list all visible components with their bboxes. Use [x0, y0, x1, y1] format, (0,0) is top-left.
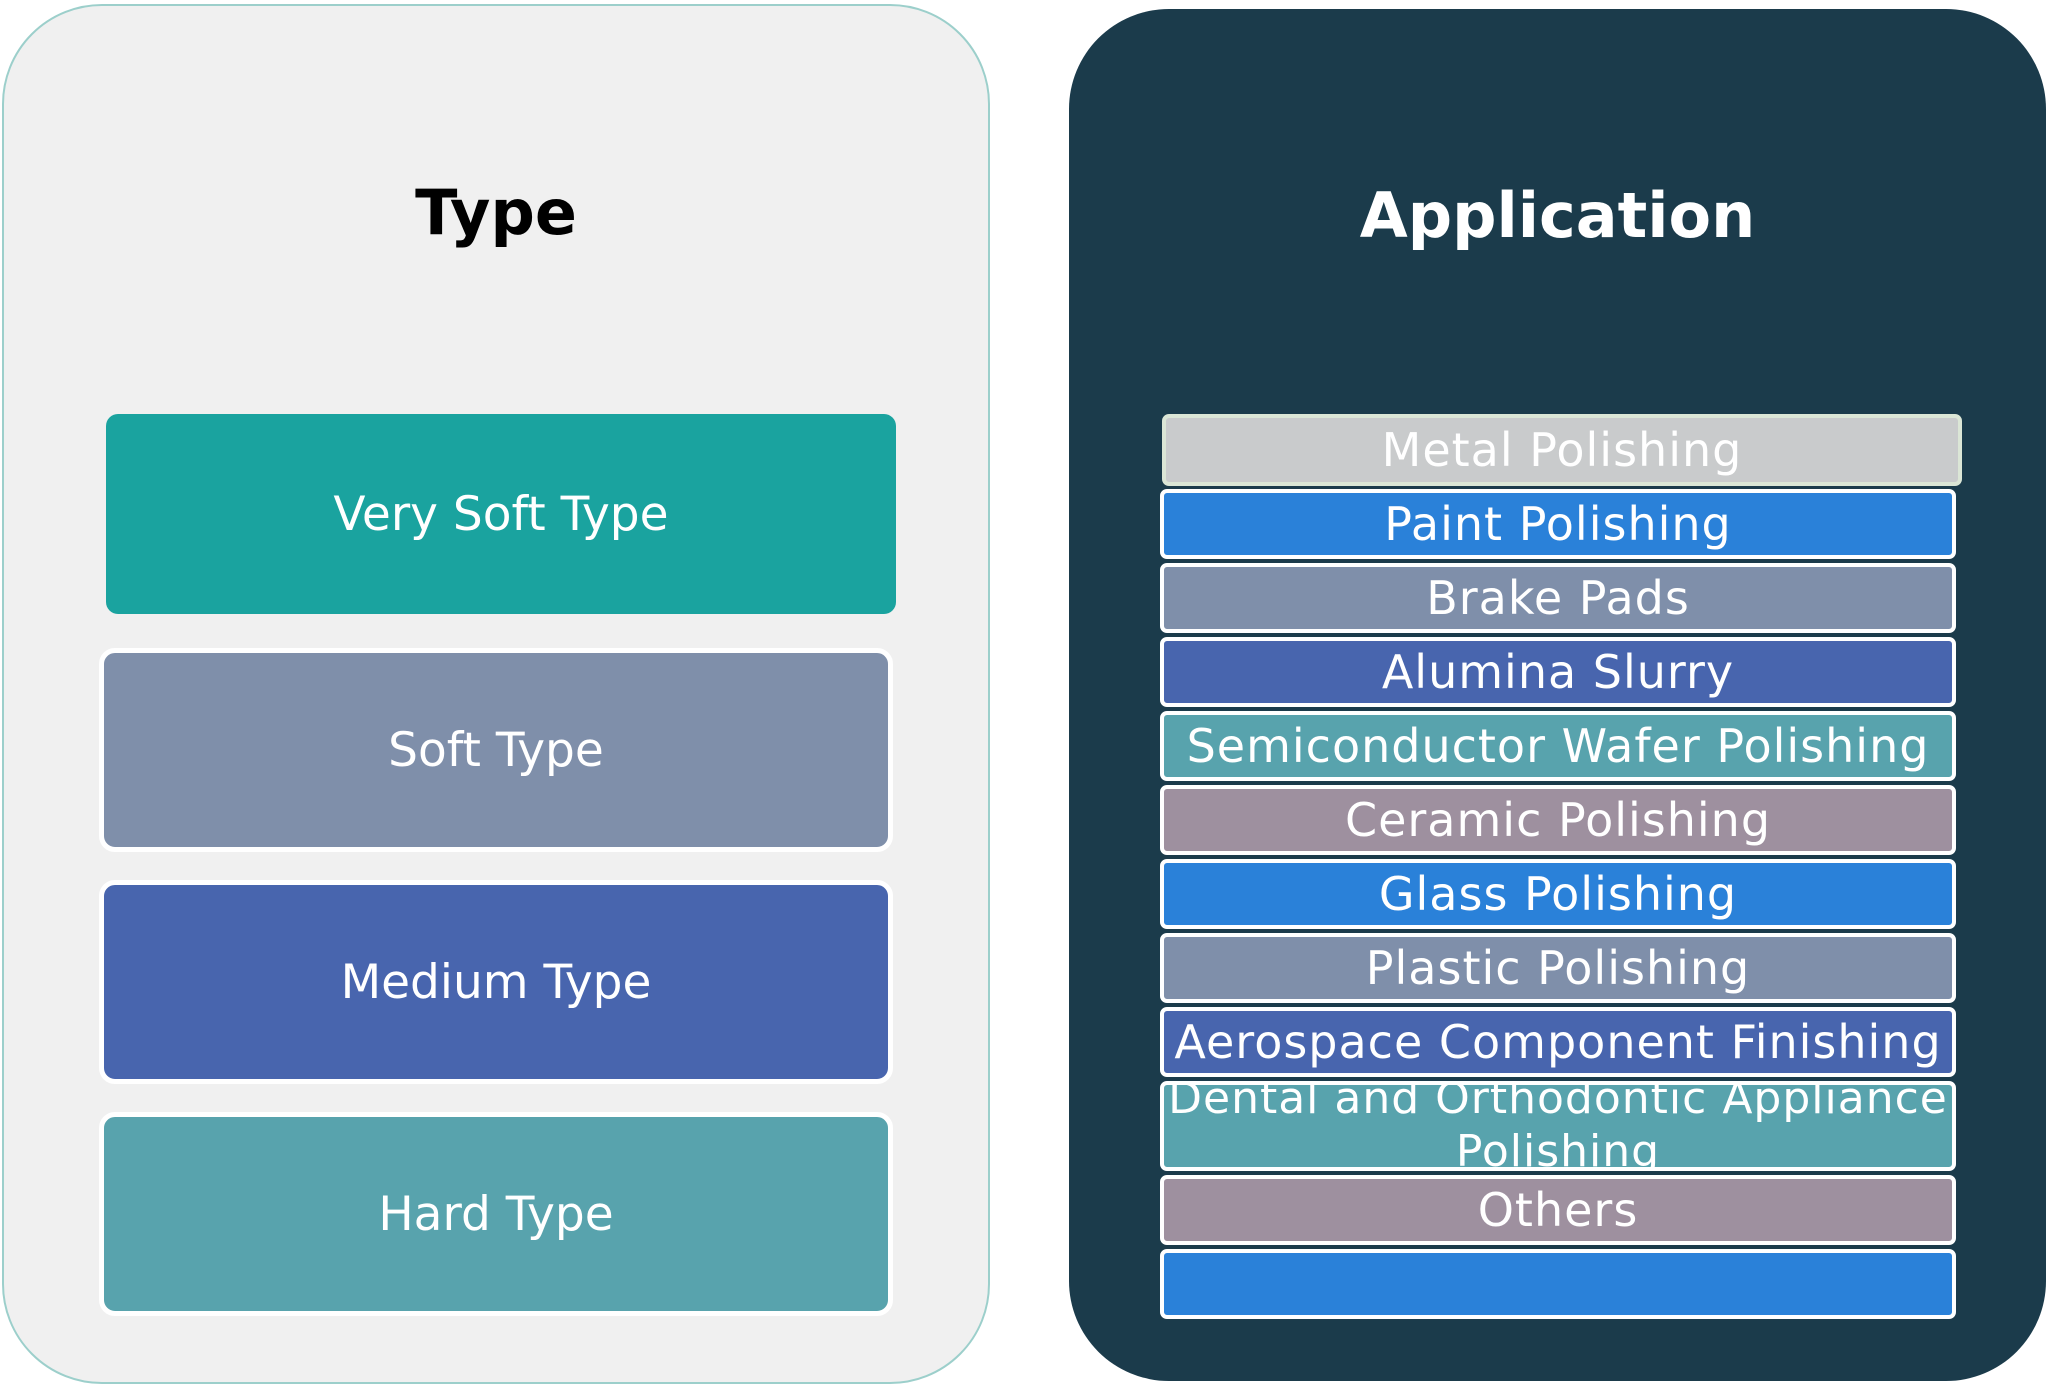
- application-item-metal-polishing: Metal Polishing: [1162, 414, 1962, 486]
- application-panel-title: Application: [1359, 179, 1756, 252]
- type-item-soft: Soft Type: [99, 648, 893, 852]
- application-item-glass-polishing: Glass Polishing: [1160, 859, 1956, 929]
- application-item-others: Others: [1160, 1175, 1956, 1245]
- application-item-brake-pads: Brake Pads: [1160, 563, 1956, 633]
- application-item-plastic-polishing: Plastic Polishing: [1160, 933, 1956, 1003]
- application-item-semiconductor-wafer-polishing: Semiconductor Wafer Polishing: [1160, 711, 1956, 781]
- type-panel-title: Type: [415, 176, 577, 249]
- application-item-blank: [1160, 1249, 1956, 1319]
- application-item-paint-polishing: Paint Polishing: [1160, 489, 1956, 559]
- application-item-ceramic-polishing: Ceramic Polishing: [1160, 785, 1956, 855]
- application-item-aerospace-component-finishing: Aerospace Component Finishing: [1160, 1007, 1956, 1077]
- type-item-very-soft: Very Soft Type: [106, 414, 896, 614]
- application-item-alumina-slurry: Alumina Slurry: [1160, 637, 1956, 707]
- application-item-dental-orthodontic-appliance-polishing: Dental and Orthodontic Appliance Polishi…: [1160, 1081, 1956, 1171]
- type-item-hard: Hard Type: [99, 1112, 893, 1316]
- type-item-medium: Medium Type: [99, 880, 893, 1084]
